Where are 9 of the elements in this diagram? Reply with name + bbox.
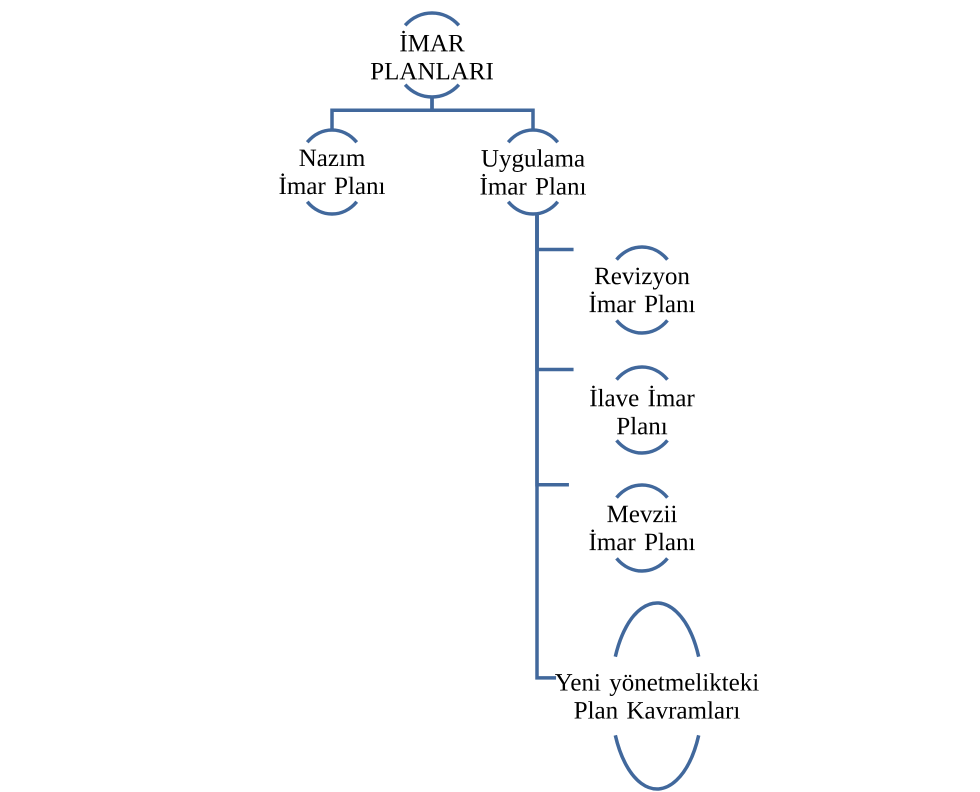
circle-node: İMAR PLANLARI [370,11,493,99]
connector-line [535,212,556,680]
circle-node: Yeni yönetmelikteki Plan Kavramları [555,601,759,791]
circle-node: Nazım İmar Planı [279,128,385,216]
circle-node: İlave İmar Planı [590,365,695,455]
connector-line [430,95,535,132]
circle-node: Revizyon İmar Planı [589,245,695,335]
circle-node: Mevzii İmar Planı [589,483,695,573]
circle-node: Uygulama İmar Planı [480,128,586,216]
